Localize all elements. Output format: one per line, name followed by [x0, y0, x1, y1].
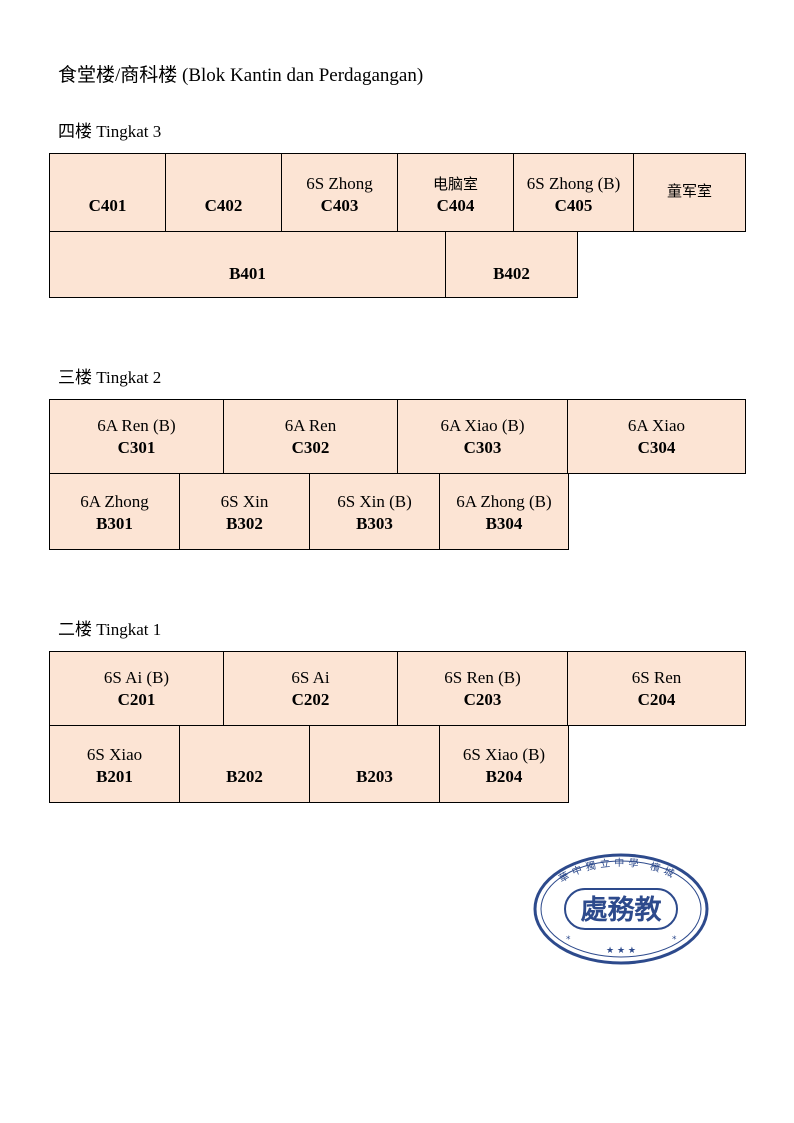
room-name: 6A Zhong (B): [456, 492, 552, 511]
room-cell: 6A Ren C302: [223, 399, 398, 474]
room-name: 6S Xiao (B): [462, 745, 546, 764]
room-name: 6A Xiao: [627, 416, 686, 435]
room-code: C301: [117, 438, 156, 457]
room-cell: 6A Xiao (B) C303: [397, 399, 568, 474]
room-cell: 6S Ai C202: [223, 651, 398, 726]
room-cell: 电脑室 C404: [397, 153, 514, 232]
floor-3-row-b: B401 B402: [49, 231, 578, 298]
room-code: C303: [463, 438, 502, 457]
floor-1-row-c: 6S Ai (B) C201 6S Ai C202 6S Ren (B) C20…: [49, 651, 746, 726]
room-code: B402: [493, 264, 530, 283]
room-code: B301: [96, 514, 133, 533]
room-name: 6A Xiao (B): [440, 416, 525, 435]
room-cell: 6S Xin (B) B303: [309, 473, 440, 550]
room-cell: C401: [49, 153, 166, 232]
room-code: C401: [88, 196, 127, 215]
room-name: 6A Ren: [284, 416, 337, 435]
room-code: B302: [226, 514, 263, 533]
room-code: B203: [356, 767, 393, 786]
room-code: C405: [554, 196, 593, 215]
room-cell: 6S Xiao B201: [49, 725, 180, 803]
room-cell: 6S Xiao (B) B204: [439, 725, 569, 803]
room-code: C202: [291, 690, 330, 709]
room-name: 6S Xiao: [86, 745, 143, 764]
floor-label-tingkat-2: 三楼 Tingkat 2: [58, 368, 162, 387]
room-code: C404: [436, 196, 475, 215]
room-code: B401: [229, 264, 266, 283]
room-cell: 6A Xiao C304: [567, 399, 746, 474]
floor-1-row-b: 6S Xiao B201 B202 B203 6S Xiao (B) B204: [49, 725, 569, 803]
seal-star-left: *: [566, 935, 571, 945]
room-code: B201: [96, 767, 133, 786]
seal-outer-ring: [533, 853, 709, 965]
room-code: B202: [226, 767, 263, 786]
seal-center-frame: [564, 888, 678, 930]
room-cell: 6S Xin B302: [179, 473, 310, 550]
room-code: C204: [637, 690, 676, 709]
room-name: 6S Ai (B): [103, 668, 170, 687]
room-cell: 6S Ren C204: [567, 651, 746, 726]
room-code: C302: [291, 438, 330, 457]
room-code: C403: [320, 196, 359, 215]
room-name: 6A Ren (B): [97, 416, 176, 435]
seal-star-right: *: [672, 935, 677, 945]
page-title: 食堂楼/商科楼 (Blok Kantin dan Perdagangan): [58, 65, 424, 86]
room-cell: B402: [445, 231, 578, 298]
seal-center-text: 教務處: [581, 895, 662, 926]
room-code: B204: [485, 767, 523, 786]
seal-inner-ring: [540, 860, 702, 958]
room-cell: C402: [165, 153, 282, 232]
room-cell: B202: [179, 725, 310, 803]
room-name: 6A Zhong: [80, 492, 149, 511]
room-cell: 6S Zhong (B) C405: [513, 153, 634, 232]
room-cell: 6A Zhong (B) B304: [439, 473, 569, 550]
room-name: 6S Ren: [631, 668, 682, 687]
seal-stars: ★ ★ ★: [606, 946, 636, 956]
room-code: B304: [485, 514, 523, 533]
room-code: C402: [204, 196, 243, 215]
floor-2-row-b: 6A Zhong B301 6S Xin B302 6S Xin (B) B30…: [49, 473, 569, 550]
room-cell: B203: [309, 725, 440, 803]
room-name: 6S Zhong (B): [526, 174, 621, 193]
room-name: 6S Ren (B): [444, 668, 521, 687]
room-cell: 童军室: [633, 153, 746, 232]
room-cell: 6S Ai (B) C201: [49, 651, 224, 726]
room-code: C201: [117, 690, 156, 709]
room-name: 童军室: [666, 182, 712, 200]
room-name: 6S Xin (B): [337, 492, 412, 511]
room-code: C304: [637, 438, 676, 457]
room-cell: 6A Ren (B) C301: [49, 399, 224, 474]
room-cell: B401: [49, 231, 446, 298]
room-cell: 6S Zhong C403: [281, 153, 398, 232]
room-code: B303: [356, 514, 393, 533]
room-cell: 6A Zhong B301: [49, 473, 180, 550]
room-name: 6S Ai: [291, 668, 330, 687]
floor-2-row-c: 6A Ren (B) C301 6A Ren C302 6A Xiao (B) …: [49, 399, 746, 474]
floor-label-tingkat-3: 四楼 Tingkat 3: [58, 122, 162, 141]
room-code: C203: [463, 690, 502, 709]
official-seal-stamp: 華中獨立中學 檳城 教務處 ★ ★ ★ * *: [533, 853, 709, 965]
room-name: 6S Zhong: [306, 174, 373, 193]
room-cell: 6S Ren (B) C203: [397, 651, 568, 726]
room-name: 电脑室: [432, 175, 478, 193]
room-name: 6S Xin: [220, 492, 269, 511]
floor-label-tingkat-1: 二楼 Tingkat 1: [58, 620, 162, 639]
floor-3-row-c: C401 C402 6S Zhong C403 电脑室 C404 6S Zhon…: [49, 153, 746, 232]
